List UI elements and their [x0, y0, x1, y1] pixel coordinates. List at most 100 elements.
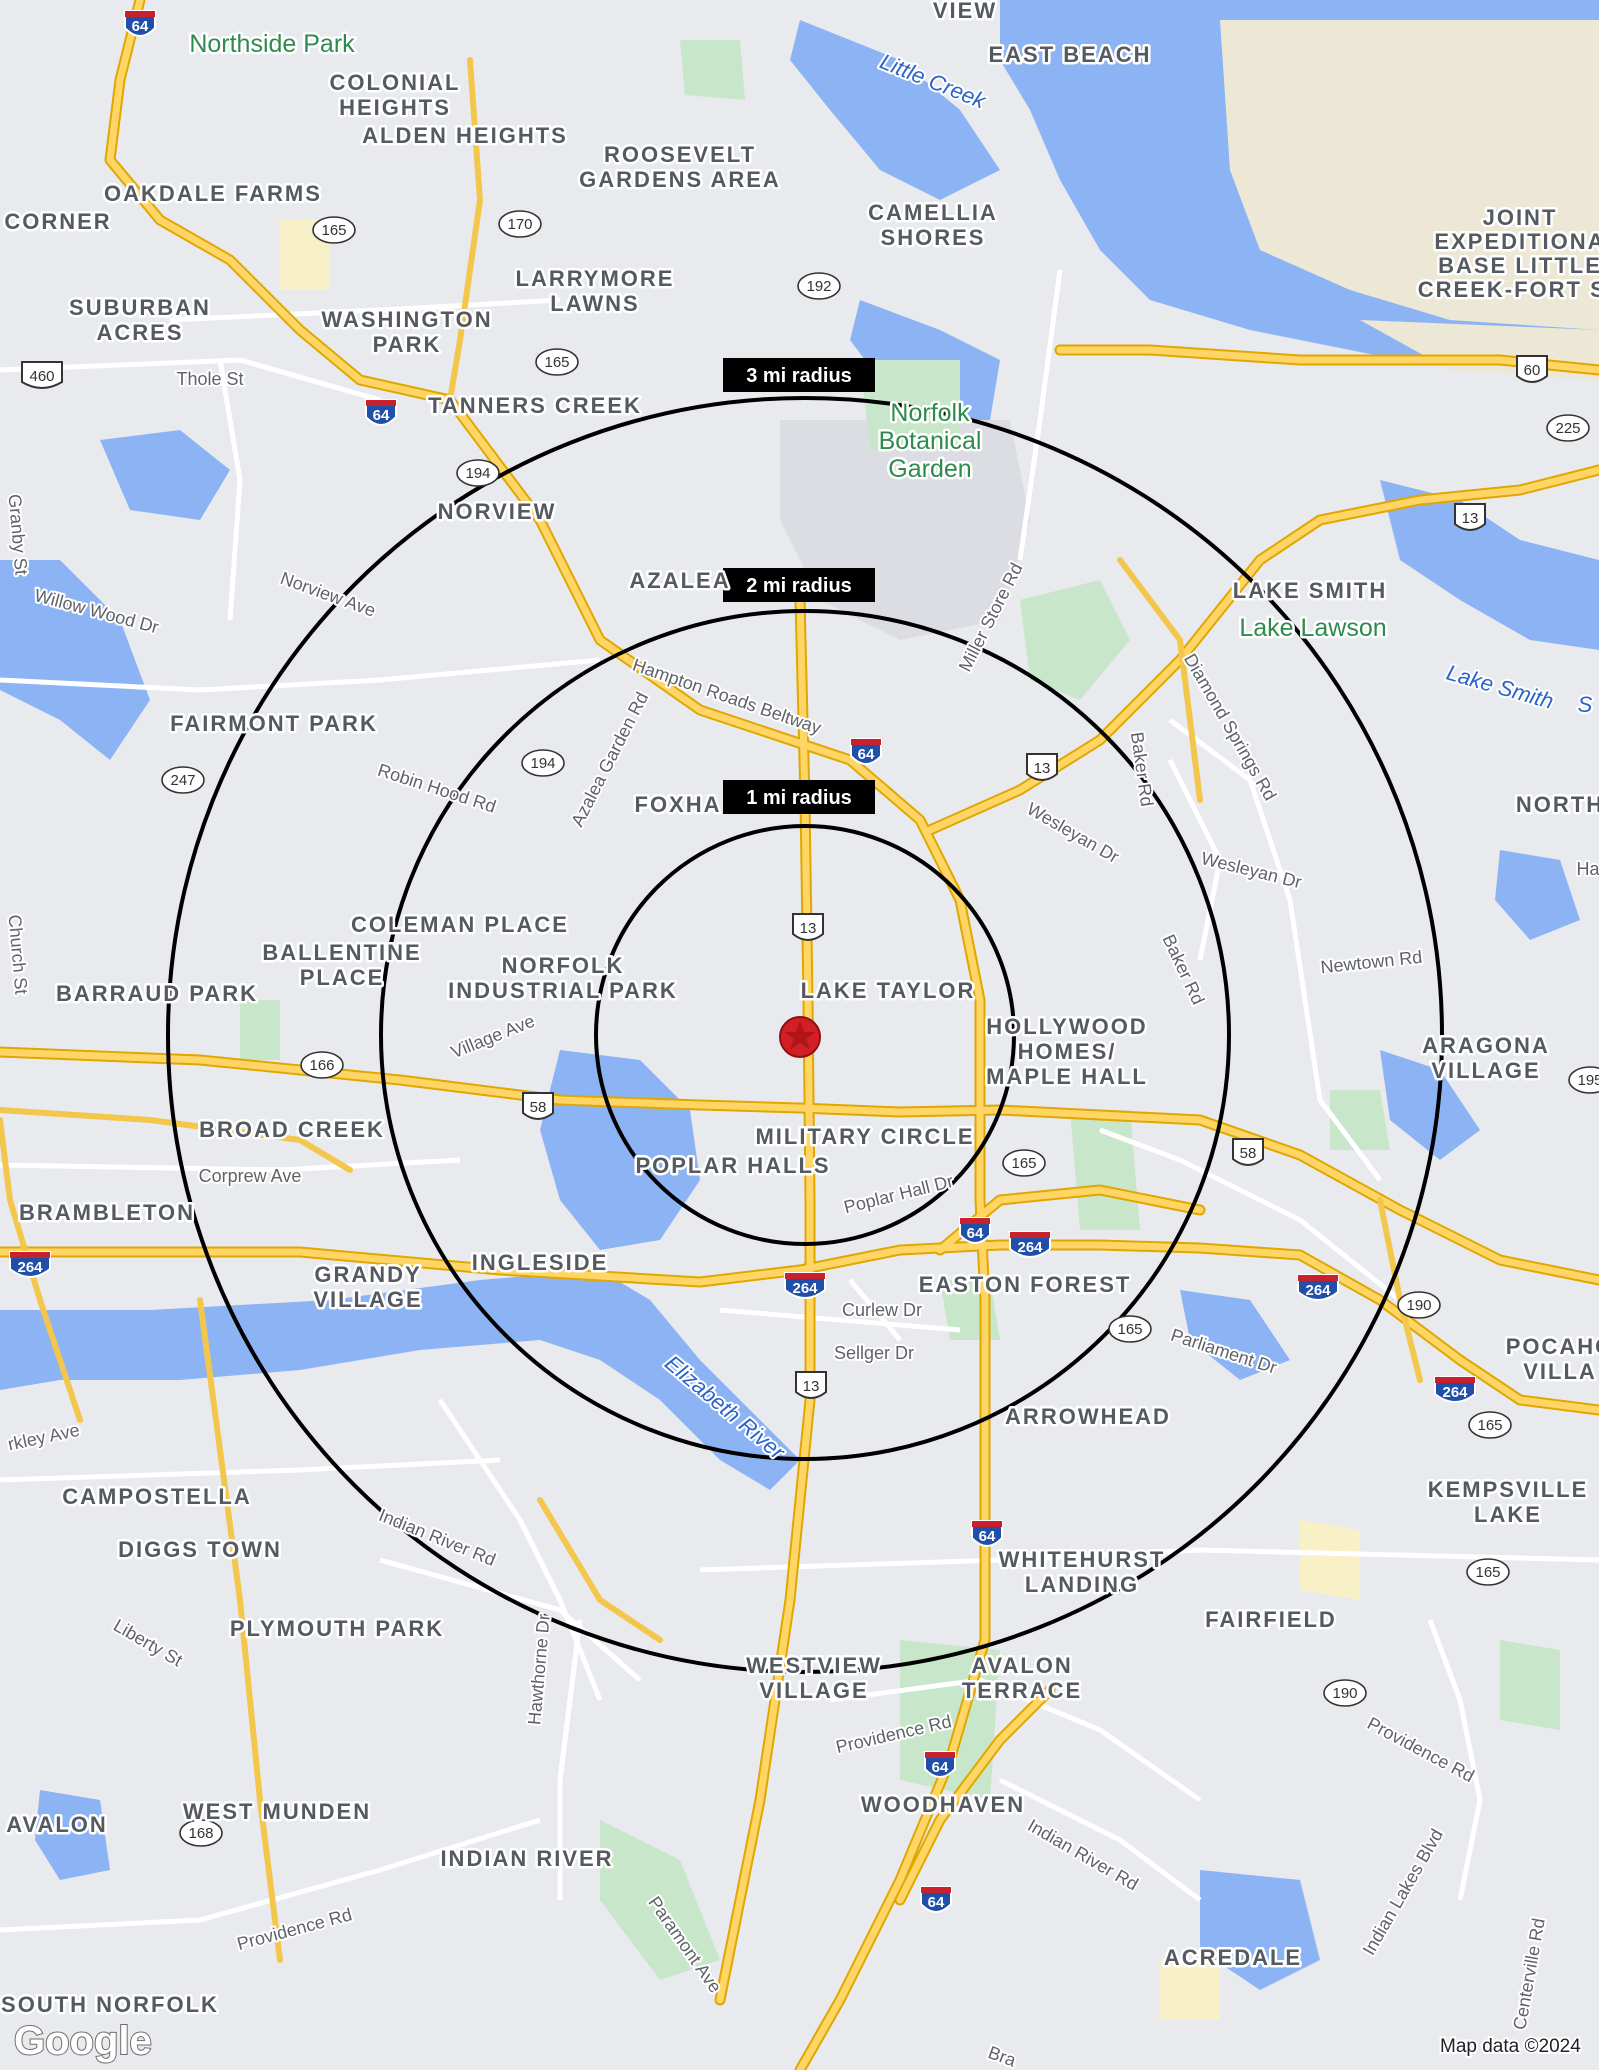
- state-route-192-shield: 192: [797, 272, 841, 300]
- label-easton-forest: EASTON FOREST: [919, 1272, 1132, 1297]
- svg-text:58: 58: [530, 1099, 547, 1116]
- svg-text:190: 190: [1406, 1297, 1431, 1314]
- label-coleman-place: COLEMAN PLACE: [351, 912, 569, 937]
- interstate-264-shield: 264: [1434, 1376, 1476, 1403]
- label-azalea: AZALEA: [629, 568, 730, 593]
- us-route-13-shield: 13: [1026, 753, 1058, 781]
- svg-text:13: 13: [1034, 760, 1051, 777]
- state-route-168-shield: 168: [179, 1819, 223, 1847]
- svg-text:64: 64: [979, 1528, 996, 1545]
- label-broad-creek: BROAD CREEK: [199, 1117, 385, 1142]
- interstate-264-shield: 264: [1297, 1274, 1339, 1301]
- svg-text:264: 264: [1442, 1384, 1468, 1401]
- interstate-64-shield: 64: [920, 1886, 952, 1913]
- label-fairmont-park: FAIRMONT PARK: [170, 711, 378, 736]
- svg-text:225: 225: [1555, 420, 1580, 437]
- street-sellger-dr: Sellger Dr: [834, 1343, 914, 1363]
- interstate-264-shield: 264: [784, 1272, 826, 1299]
- svg-text:195: 195: [1577, 1072, 1599, 1089]
- us-route-460-shield: 460: [21, 361, 63, 389]
- interstate-64-shield: 64: [850, 738, 882, 765]
- state-route-170-shield: 170: [498, 210, 542, 238]
- svg-text:13: 13: [1462, 510, 1479, 527]
- label-south-norfolk: SOUTH NORFOLK: [1, 1992, 219, 2017]
- google-logo: Google: [14, 2019, 152, 2063]
- svg-text:64: 64: [132, 18, 149, 35]
- label-norview: NORVIEW: [438, 499, 557, 524]
- label-pocahontas-village: POCAHOVILLA: [1506, 1334, 1599, 1384]
- state-route-165-shield: 165: [535, 348, 579, 376]
- svg-text:165: 165: [544, 354, 569, 371]
- label-lake-lawson: Lake Lawson: [1239, 614, 1386, 642]
- interstate-64-shield: 64: [365, 399, 397, 426]
- label-plymouth-park: PLYMOUTH PARK: [230, 1616, 444, 1641]
- radius-label-1-text: 1 mi radius: [746, 787, 852, 809]
- state-route-165-shield: 165: [1468, 1411, 1512, 1439]
- svg-text:64: 64: [967, 1225, 984, 1242]
- us-route-13-shield: 13: [792, 913, 824, 941]
- ring-1-mile: [594, 824, 1016, 1246]
- label-northside-park: Northside Park: [189, 30, 355, 58]
- label-water-s: S: [1578, 692, 1593, 717]
- label-lake-taylor: LAKE TAYLOR: [801, 978, 976, 1003]
- label-lake-smith: LAKE SMITH: [1233, 578, 1387, 603]
- ring-3-mile: [166, 396, 1444, 1674]
- radius-label-3: 3 mi radius: [723, 358, 875, 392]
- label-acredale: ACREDALE: [1164, 1945, 1302, 1970]
- state-route-247-shield: 247: [161, 766, 205, 794]
- us-route-58-shield: 58: [522, 1092, 554, 1120]
- interstate-264-shield: 264: [9, 1251, 51, 1278]
- state-route-165-shield: 165: [1002, 1149, 1046, 1177]
- label-indian-river: INDIAN RIVER: [440, 1846, 613, 1871]
- red-star-marker[interactable]: [779, 1016, 821, 1058]
- interstate-64-shield: 64: [924, 1751, 956, 1778]
- state-route-194-shield: 194: [456, 459, 500, 487]
- svg-text:194: 194: [530, 755, 555, 772]
- svg-text:460: 460: [29, 368, 54, 385]
- svg-text:247: 247: [170, 772, 195, 789]
- state-route-194-shield: 194: [521, 749, 565, 777]
- svg-text:166: 166: [309, 1057, 334, 1074]
- label-brambleton: BRAMBLETON: [19, 1200, 195, 1225]
- us-route-13-shield: 13: [1454, 503, 1486, 531]
- us-route-58-shield: 58: [1232, 1138, 1264, 1166]
- map-attribution: Map data ©2024: [1440, 2036, 1581, 2057]
- state-route-165-shield: 165: [1466, 1558, 1510, 1586]
- label-barraud-park: BARRAUD PARK: [56, 981, 258, 1006]
- label-west-munden: WEST MUNDEN: [183, 1799, 371, 1824]
- interstate-64-shield: 64: [971, 1520, 1003, 1547]
- state-route-165-shield: 165: [312, 216, 356, 244]
- svg-text:64: 64: [932, 1759, 949, 1776]
- radius-label-2-text: 2 mi radius: [746, 575, 852, 597]
- state-route-195-shield: 195: [1568, 1066, 1599, 1094]
- street-thole-st: Thole St: [176, 369, 243, 389]
- us-route-60-shield: 60: [1516, 355, 1548, 383]
- state-route-190-shield: 190: [1397, 1291, 1441, 1319]
- svg-text:264: 264: [17, 1259, 43, 1276]
- label-alden-heights: ALDEN HEIGHTS: [362, 123, 568, 148]
- state-route-165-shield: 165: [1108, 1315, 1152, 1343]
- interstate-264-shield: 264: [1009, 1231, 1051, 1258]
- label-diggs-town: DIGGS TOWN: [118, 1537, 282, 1562]
- label-view: VIEW: [933, 0, 997, 23]
- svg-text:264: 264: [1305, 1282, 1331, 1299]
- interstate-64-shield: 64: [124, 10, 156, 37]
- label-arrowhead: ARROWHEAD: [1005, 1404, 1171, 1429]
- svg-text:64: 64: [928, 1894, 945, 1911]
- radius-label-2: 2 mi radius: [723, 568, 875, 602]
- svg-text:165: 165: [1475, 1564, 1500, 1581]
- label-woodhaven: WOODHAVEN: [861, 1792, 1025, 1817]
- svg-text:264: 264: [792, 1280, 818, 1297]
- state-route-225-shield: 225: [1546, 414, 1590, 442]
- us-route-13-shield: 13: [795, 1371, 827, 1399]
